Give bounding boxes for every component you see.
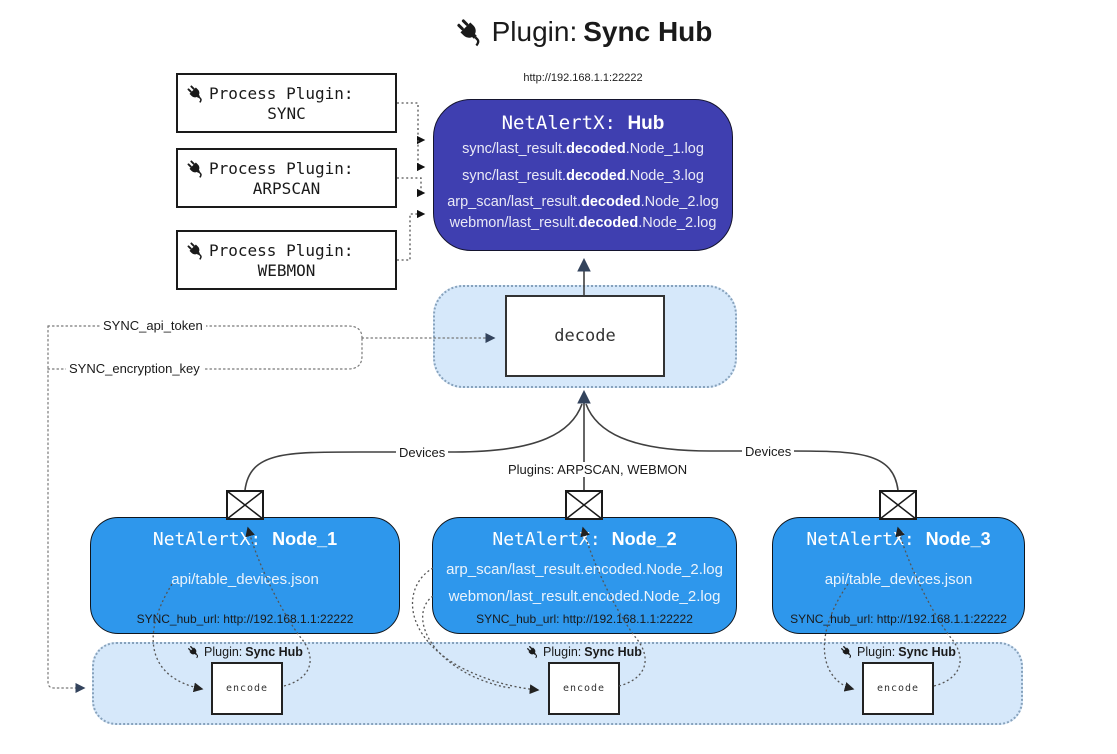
node-title: NetAlertX: Node_3 (806, 529, 991, 550)
hub-log-line: arp_scan/last_result.decoded.Node_2.log (447, 194, 719, 210)
plug-icon (187, 645, 201, 659)
process-plugin-name: SYNC (267, 103, 306, 123)
node-file-line: api/table_devices.json (824, 571, 973, 588)
node-file-line: api/table_devices.json (171, 571, 319, 588)
node-title: NetAlertX: Node_1 (152, 529, 338, 550)
plug-icon (840, 645, 854, 659)
process-plugin-name: WEBMON (257, 260, 316, 280)
plugins-edge-label: Plugins: ARPSCAN, WEBMON (505, 462, 691, 477)
process-plugin-label: Process Plugin: (209, 241, 354, 260)
node-1: NetAlertX: Node_1 api/table_devices.json… (90, 517, 400, 634)
plug-icon (455, 17, 486, 48)
node-file-line: arp_scan/last_result.encoded.Node_2.log (446, 561, 723, 578)
plug-icon (526, 645, 540, 659)
plugin-to-hub-wires (397, 102, 426, 261)
hub-title-name: Hub (627, 113, 665, 134)
sync-api-token-label: SYNC_api_token (100, 318, 206, 333)
envelope-icon (226, 490, 264, 520)
devices-edge-label-left: Devices (396, 445, 449, 460)
hub-url-label: http://192.168.1.1:22222 (523, 72, 643, 84)
encode-plugin-label: Plugin:Sync Hub (504, 645, 664, 659)
process-plugin-label: Process Plugin: (209, 84, 354, 103)
process-plugin-label: Process Plugin: (209, 159, 354, 178)
node-hub-url: SYNC_hub_url: http://192.168.1.1:22222 (790, 612, 1007, 626)
encode-box: encode (211, 662, 283, 715)
node-title: NetAlertX: Node_2 (492, 529, 677, 550)
hub-title: NetAlertX: Hub (434, 112, 732, 135)
encode-plugin-label: Plugin:Sync Hub (165, 645, 325, 659)
hub-log-line: webmon/last_result.decoded.Node_2.log (449, 215, 717, 231)
envelope-icon (879, 490, 917, 520)
encode-box: encode (548, 662, 620, 715)
title-prefix: Plugin: (491, 16, 578, 47)
plug-icon (186, 241, 206, 261)
hub-title-prefix: NetAlertX: (501, 112, 628, 134)
node-hub-url: SYNC_hub_url: http://192.168.1.1:22222 (476, 612, 693, 626)
page-title: Plugin: Sync Hub (50, 16, 1117, 48)
hub-node: NetAlertX: Hub sync/last_result.decoded.… (433, 99, 733, 251)
process-plugin-name: ARPSCAN (252, 178, 321, 198)
encode-box: encode (862, 662, 934, 715)
envelope-icon (565, 490, 603, 520)
title-name: Sync Hub (583, 16, 713, 47)
encode-plugin-label: Plugin:Sync Hub (818, 645, 978, 659)
node-3: NetAlertX: Node_3 api/table_devices.json… (772, 517, 1025, 634)
decode-box: decode (505, 295, 665, 377)
sync-encryption-key-label: SYNC_encryption_key (66, 361, 203, 376)
hub-log-line: sync/last_result.decoded.Node_1.log (462, 141, 704, 157)
node-hub-url: SYNC_hub_url: http://192.168.1.1:22222 (136, 612, 354, 626)
process-plugin-box-sync: Process Plugin: SYNC (176, 73, 397, 133)
node-file-line: webmon/last_result.encoded.Node_2.log (448, 588, 721, 605)
node-2: NetAlertX: Node_2 arp_scan/last_result.e… (432, 517, 737, 634)
hub-log-line: sync/last_result.decoded.Node_3.log (462, 168, 704, 184)
process-plugin-box-arpscan: Process Plugin: ARPSCAN (176, 148, 397, 208)
devices-edge-label-right: Devices (742, 444, 795, 459)
plug-icon (186, 84, 206, 104)
plug-icon (186, 159, 206, 179)
process-plugin-box-webmon: Process Plugin: WEBMON (176, 230, 397, 290)
